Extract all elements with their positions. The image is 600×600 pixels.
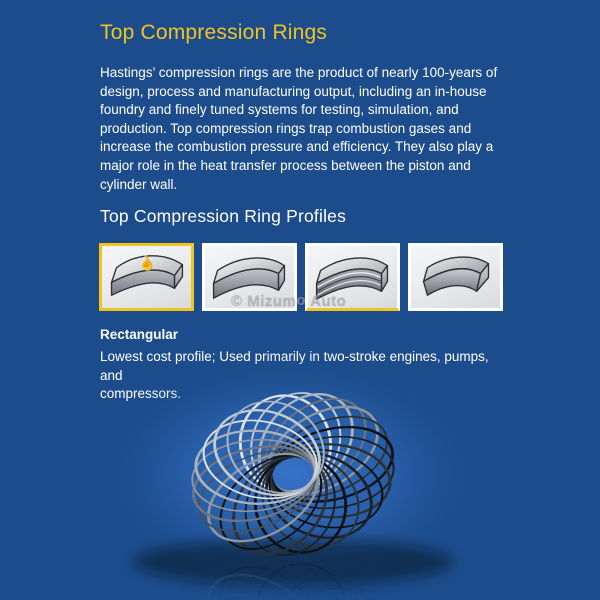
taper-face-profile-icon [212,257,286,299]
keystone-profile-icon [422,256,490,296]
piston-rings-photo [95,352,485,600]
intro-line: design, process and manufacturing output… [100,83,487,99]
intro-line: production. Top compression rings trap c… [100,120,472,136]
profile-thumb-napier[interactable] [305,243,400,311]
profile-thumb-rectangular[interactable]: ☝ [99,243,194,311]
grooved-profile-icon [315,257,389,300]
rings-coil [191,392,395,556]
section-heading: Top Compression Ring Profiles [100,206,347,226]
watermark: © Mizumo Auto [231,292,347,309]
profile-thumb-taper-face[interactable] [202,243,297,311]
selected-profile-name: Rectangular [100,327,179,342]
profile-thumbnail-row: ☝ [99,243,503,311]
intro-line: cylinder wall. [100,176,178,192]
intro-paragraph: Hastings’ compression rings are the prod… [100,64,502,194]
intro-line: Hastings’ compression rings are the prod… [100,65,498,80]
photo-glow [95,352,485,596]
page-title: Top Compression Rings [100,21,328,44]
rectangular-profile-icon [110,255,184,296]
intro-line: foundry and finely tuned systems for tes… [100,102,459,118]
profile-thumb-keystone[interactable] [408,243,503,311]
intro-line: increase the combustion pressure and eff… [100,139,494,155]
intro-line: major role in the heat transfer process … [100,157,471,173]
